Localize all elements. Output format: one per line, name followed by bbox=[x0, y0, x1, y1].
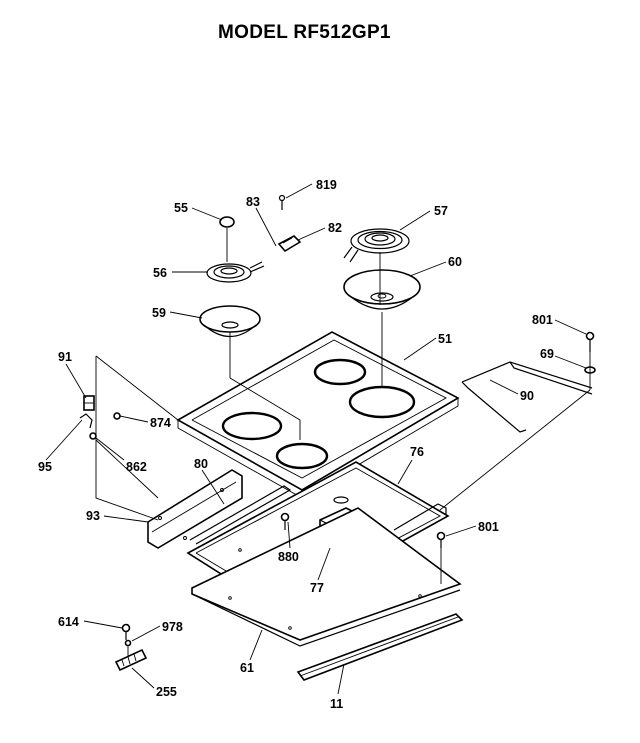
label-76: 76 bbox=[410, 445, 424, 459]
label-51: 51 bbox=[438, 332, 452, 346]
label-11: 11 bbox=[330, 697, 343, 711]
screw-978 bbox=[124, 639, 132, 647]
surface-element-56 bbox=[206, 261, 265, 283]
label-69: 69 bbox=[540, 347, 554, 361]
label-801-top: 801 bbox=[532, 313, 553, 327]
screw-862 bbox=[89, 432, 97, 440]
label-82: 82 bbox=[328, 221, 342, 235]
label-255: 255 bbox=[156, 685, 177, 699]
screw-801-bottom bbox=[436, 531, 446, 548]
screw-819 bbox=[278, 194, 286, 210]
cooktop-51 bbox=[176, 331, 460, 499]
part-labels: 55 83 819 57 82 56 60 59 51 801 69 90 91… bbox=[38, 178, 554, 711]
trim-strip-11 bbox=[296, 613, 464, 681]
bracket-95 bbox=[79, 413, 93, 429]
label-874: 874 bbox=[150, 416, 171, 430]
label-90: 90 bbox=[520, 389, 534, 403]
label-59: 59 bbox=[152, 306, 166, 320]
label-77: 77 bbox=[310, 581, 324, 595]
label-819: 819 bbox=[316, 178, 337, 192]
label-83: 83 bbox=[246, 195, 260, 209]
drip-pan-60 bbox=[343, 269, 421, 310]
page-title: MODEL RF512GP1 bbox=[218, 22, 391, 43]
label-95: 95 bbox=[38, 460, 52, 474]
switch-91 bbox=[83, 395, 95, 411]
label-862: 862 bbox=[126, 460, 147, 474]
label-56: 56 bbox=[153, 266, 167, 280]
label-80: 80 bbox=[194, 457, 208, 471]
side-panel-93 bbox=[147, 469, 243, 549]
label-93: 93 bbox=[86, 509, 100, 523]
label-60: 60 bbox=[448, 255, 462, 269]
screw-801-top bbox=[585, 331, 595, 352]
label-57: 57 bbox=[434, 204, 448, 218]
bracket-90 bbox=[461, 361, 593, 433]
screw-880 bbox=[280, 512, 290, 530]
surface-element-57 bbox=[343, 228, 410, 263]
label-614: 614 bbox=[58, 615, 79, 629]
label-880: 880 bbox=[278, 550, 299, 564]
bottom-panel-61 bbox=[191, 507, 462, 647]
screw-874 bbox=[113, 412, 121, 420]
leader-lines bbox=[45, 183, 587, 695]
screw-614 bbox=[121, 623, 131, 640]
label-978: 978 bbox=[162, 620, 183, 634]
assembly-lines bbox=[95, 228, 591, 656]
rail-80 bbox=[189, 485, 292, 545]
label-55: 55 bbox=[174, 201, 188, 215]
label-801-bottom: 801 bbox=[478, 520, 499, 534]
terminal-block-255 bbox=[114, 648, 148, 672]
label-61: 61 bbox=[240, 661, 254, 675]
knob-55 bbox=[219, 216, 235, 228]
receptacle-82 bbox=[277, 235, 302, 253]
drip-pan-59 bbox=[199, 305, 261, 338]
label-91: 91 bbox=[58, 350, 72, 364]
